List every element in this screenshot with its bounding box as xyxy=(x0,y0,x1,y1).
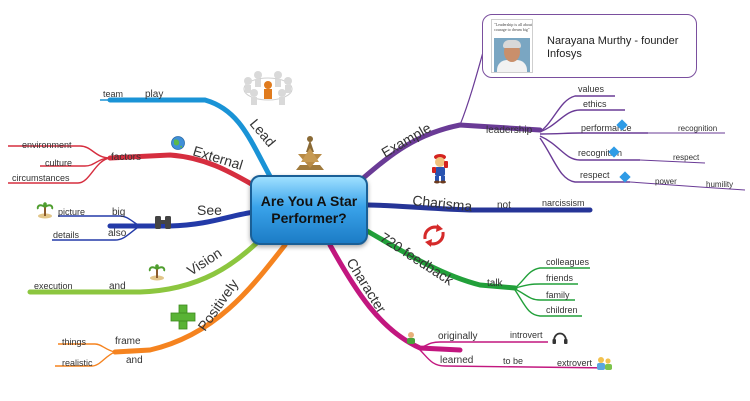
culture-label[interactable]: culture xyxy=(45,158,72,168)
frame-label[interactable]: frame xyxy=(115,336,141,347)
narcissism-label[interactable]: narcissism xyxy=(542,198,585,208)
play-label[interactable]: play xyxy=(145,89,163,100)
blue-diamond-icon xyxy=(619,171,631,183)
see-connector xyxy=(107,209,258,229)
respect-a-connector xyxy=(639,159,706,164)
performance-label[interactable]: performance xyxy=(581,123,632,133)
colleagues-connector xyxy=(514,267,590,289)
execution-label[interactable]: execution xyxy=(34,281,73,291)
ethics-connector xyxy=(539,109,625,133)
factors-label[interactable]: factors xyxy=(111,152,141,163)
star-trophy-icon xyxy=(296,136,324,170)
branch-positively: frame things and realistic Positively xyxy=(55,242,288,368)
green-plus-icon xyxy=(170,304,196,330)
positively-connector xyxy=(112,242,288,355)
person-icon xyxy=(407,332,415,344)
narayana-murthy-callout[interactable]: "Leadership is all about courage to drea… xyxy=(482,14,697,78)
ethics-label[interactable]: ethics xyxy=(583,99,607,109)
mario-icon xyxy=(432,154,448,184)
leadership-label[interactable]: leadership xyxy=(486,125,533,136)
vision-connector xyxy=(27,232,268,295)
central-topic-line-2: Performer? xyxy=(271,210,347,226)
see-label[interactable]: See xyxy=(197,202,222,218)
extrovert-label[interactable]: extrovert xyxy=(557,358,593,368)
to-be-label[interactable]: to be xyxy=(503,356,523,366)
positively-and-label[interactable]: and xyxy=(126,355,143,366)
refresh-arrows-icon xyxy=(423,224,445,247)
charisma-connector xyxy=(365,202,593,213)
example-label[interactable]: Example xyxy=(379,119,434,160)
realistic-label[interactable]: realistic xyxy=(62,358,93,368)
recognition-b-label[interactable]: recognition xyxy=(578,148,622,158)
portrait-card: "Leadership is all about courage to drea… xyxy=(491,19,533,73)
character-connector xyxy=(327,242,463,353)
humility-label[interactable]: humility xyxy=(706,180,733,189)
respect-a-label[interactable]: respect xyxy=(673,153,700,162)
respect-b-connector xyxy=(539,137,630,183)
globe-icon xyxy=(171,136,185,150)
central-topic[interactable]: Are You A Star Performer? xyxy=(250,175,368,245)
callout-name: Narayana Murthy - founder Infosys xyxy=(547,35,679,60)
values-connector xyxy=(539,95,615,133)
example-connector xyxy=(352,122,543,188)
big-connector xyxy=(58,215,141,227)
branch-charisma: Charisma not narcissism xyxy=(365,192,593,214)
binoculars-icon xyxy=(155,216,171,229)
environment-connector xyxy=(8,145,111,159)
headphones-icon xyxy=(552,332,568,344)
things-label[interactable]: things xyxy=(62,337,87,347)
performance-connector xyxy=(539,132,648,135)
vision-and-label[interactable]: and xyxy=(109,281,126,292)
720-feedback-label[interactable]: 720 feedback xyxy=(377,229,457,289)
circumstances-label[interactable]: circumstances xyxy=(12,173,70,183)
children-label[interactable]: children xyxy=(546,305,578,315)
power-label[interactable]: power xyxy=(655,177,677,186)
children-connector xyxy=(514,289,582,317)
circumstances-connector xyxy=(8,157,111,184)
charisma-label[interactable]: Charisma xyxy=(412,192,473,214)
respect-b-label[interactable]: respect xyxy=(580,170,610,180)
details-label[interactable]: details xyxy=(53,230,80,240)
palm-tree-icon xyxy=(148,264,166,281)
family-connector xyxy=(514,288,575,301)
colleagues-label[interactable]: colleagues xyxy=(546,257,590,267)
lead-connector xyxy=(107,97,275,183)
also-label[interactable]: also xyxy=(108,228,127,239)
also-connector xyxy=(52,225,141,241)
palm-tree-icon xyxy=(36,202,54,219)
environment-label[interactable]: environment xyxy=(22,140,72,150)
quote-text: "Leadership is all about courage to drea… xyxy=(494,22,532,32)
recognition-a-label[interactable]: recognition xyxy=(678,124,717,133)
and-connector xyxy=(55,351,116,367)
feedback-connector xyxy=(359,225,518,291)
friends-connector xyxy=(514,283,578,289)
frame-connector xyxy=(58,343,116,353)
values-label[interactable]: values xyxy=(578,84,605,94)
people-circle-icon xyxy=(243,71,293,105)
central-topic-line-1: Are You A Star xyxy=(260,193,358,209)
branch-external: factors environment culture circumstance… xyxy=(8,140,265,193)
originally-connector xyxy=(419,341,548,349)
big-label[interactable]: big xyxy=(112,207,125,218)
recognition-b-connector xyxy=(539,135,640,161)
talk-label[interactable]: talk xyxy=(487,278,504,289)
introvert-label[interactable]: introvert xyxy=(510,330,543,340)
branch-see: big picture also details See xyxy=(52,202,258,241)
friends-label[interactable]: friends xyxy=(546,273,574,283)
learned-connector xyxy=(419,349,613,369)
learned-label[interactable]: learned xyxy=(440,355,473,366)
originally-label[interactable]: originally xyxy=(438,331,477,342)
team-label[interactable]: team xyxy=(103,89,123,99)
people-icon xyxy=(597,357,612,370)
family-label[interactable]: family xyxy=(546,290,570,300)
branch-720-feedback: talk colleagues friends family children … xyxy=(359,225,590,317)
not-label[interactable]: not xyxy=(497,200,511,211)
power-connector xyxy=(629,181,701,188)
humility-connector xyxy=(699,186,746,191)
portrait-image xyxy=(494,38,530,72)
picture-label[interactable]: picture xyxy=(58,207,85,217)
